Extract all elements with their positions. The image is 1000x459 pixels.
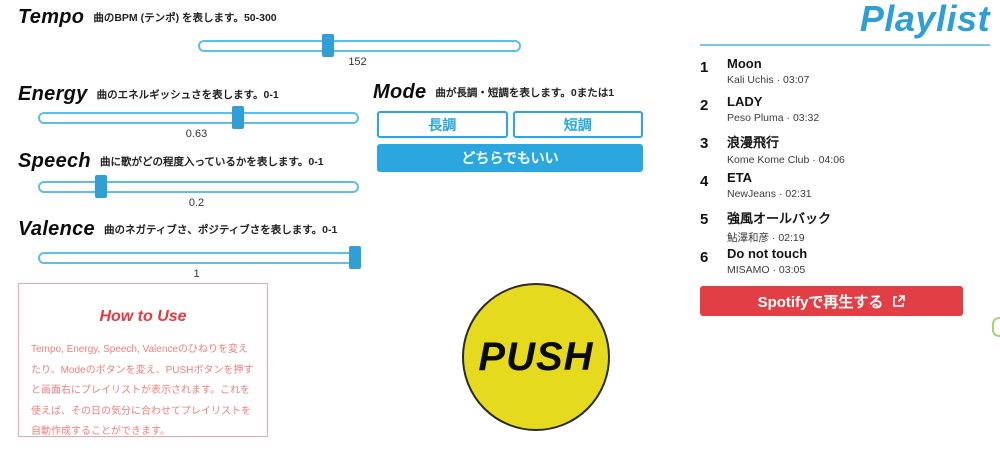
tempo-slider[interactable]: 152: [198, 34, 521, 68]
mode-description: 曲が長調・短調を表します。0または1: [435, 87, 615, 99]
speech-slider[interactable]: 0.2: [38, 175, 359, 209]
track-row[interactable]: 6 Do not touch MISAMO · 03:05: [700, 246, 990, 284]
track-row[interactable]: 3 浪漫飛行 Kome Kome Club · 04:06: [700, 132, 990, 170]
mode-section-header: Mode 曲が長調・短調を表します。0または1: [373, 81, 614, 104]
track-subtitle: Peso Pluma · 03:32: [727, 112, 820, 124]
speech-value: 0.2: [188, 197, 205, 209]
track-number: 3: [700, 135, 709, 152]
energy-slider[interactable]: 0.63: [38, 106, 359, 140]
energy-section-header: Energy 曲のエネルギッシュさを表します。0-1: [18, 83, 279, 106]
valence-slider[interactable]: 1: [38, 246, 361, 280]
playlist-title: Playlist: [859, 0, 990, 39]
mode-label: Mode: [373, 81, 427, 103]
push-button-label: PUSH: [478, 334, 594, 379]
tempo-label: Tempo: [18, 6, 85, 28]
track-number: 1: [700, 59, 709, 76]
track-title: Do not touch: [727, 246, 808, 261]
how-to-use-title: How to Use: [99, 308, 187, 325]
track-subtitle: 鮎澤和彦 · 02:19: [727, 232, 805, 244]
valence-slider-thumb[interactable]: [349, 246, 361, 269]
track-number: 4: [700, 173, 709, 190]
push-button[interactable]: PUSH: [462, 283, 610, 431]
spotify-play-button[interactable]: Spotifyで再生する: [700, 286, 963, 316]
track-number: 5: [700, 211, 709, 228]
playlist-track-list: 1 Moon Kali Uchis · 03:07 2 LADY Peso Pl…: [700, 56, 990, 284]
track-info: 強風オールバック 鮎澤和彦 · 02:19: [727, 208, 990, 245]
tempo-value: 152: [348, 56, 367, 68]
speech-slider-track[interactable]: [38, 181, 359, 193]
track-title: 強風オールバック: [727, 211, 832, 226]
valence-description: 曲のネガティブさ、ポジティブさを表します。0-1: [103, 224, 338, 236]
mode-either-button[interactable]: どちらでもいい: [377, 144, 643, 172]
edge-clipped-chip[interactable]: [992, 317, 1000, 337]
track-title: Moon: [727, 56, 762, 71]
spotify-play-button-label: Spotifyで再生する: [757, 293, 884, 311]
how-to-use-body: Tempo, Energy, Speech, Valenceのひねりを変えたり、…: [31, 344, 254, 437]
track-number: 6: [700, 249, 709, 266]
track-title: ETA: [727, 170, 753, 185]
speech-label: Speech: [18, 150, 91, 172]
energy-label: Energy: [18, 83, 88, 105]
tempo-section-header: Tempo 曲のBPM (テンポ) を表します。50-300: [18, 6, 277, 29]
track-row[interactable]: 4 ETA NewJeans · 02:31: [700, 170, 990, 208]
track-info: 浪漫飛行 Kome Kome Club · 04:06: [727, 132, 990, 166]
track-row[interactable]: 1 Moon Kali Uchis · 03:07: [700, 56, 990, 94]
speech-description: 曲に歌がどの程度入っているかを表します。0-1: [99, 156, 324, 168]
track-info: Moon Kali Uchis · 03:07: [727, 56, 990, 86]
track-subtitle: Kali Uchis · 03:07: [727, 74, 810, 86]
speech-slider-thumb[interactable]: [95, 175, 108, 198]
mode-minor-button[interactable]: 短調: [512, 111, 643, 138]
mode-major-button[interactable]: 長調: [377, 111, 508, 138]
valence-label: Valence: [18, 218, 95, 240]
valence-slider-track[interactable]: [38, 252, 359, 264]
playlist-title-divider: [700, 44, 990, 46]
track-number: 2: [700, 97, 709, 114]
track-subtitle: NewJeans · 02:31: [727, 188, 812, 200]
track-title: 浪漫飛行: [727, 135, 780, 150]
energy-slider-track[interactable]: [38, 112, 359, 124]
track-row[interactable]: 5 強風オールバック 鮎澤和彦 · 02:19: [700, 208, 990, 246]
track-info: Do not touch MISAMO · 03:05: [727, 246, 990, 276]
tempo-slider-track[interactable]: [198, 40, 521, 52]
valence-value: 1: [193, 268, 200, 280]
track-info: LADY Peso Pluma · 03:32: [727, 94, 990, 124]
tempo-description: 曲のBPM (テンポ) を表します。50-300: [93, 12, 277, 24]
track-info: ETA NewJeans · 02:31: [727, 170, 990, 200]
how-to-use-box: How to Use Tempo, Energy, Speech, Valenc…: [18, 283, 268, 437]
track-row[interactable]: 2 LADY Peso Pluma · 03:32: [700, 94, 990, 132]
tempo-slider-thumb[interactable]: [322, 34, 335, 57]
mode-button-row: 長調 短調: [377, 111, 643, 138]
track-subtitle: Kome Kome Club · 04:06: [727, 154, 845, 166]
speech-section-header: Speech 曲に歌がどの程度入っているかを表します。0-1: [18, 150, 324, 173]
energy-description: 曲のエネルギッシュさを表します。0-1: [96, 89, 279, 101]
energy-slider-thumb[interactable]: [231, 106, 244, 129]
energy-value: 0.63: [185, 128, 208, 140]
valence-section-header: Valence 曲のネガティブさ、ポジティブさを表します。0-1: [18, 218, 337, 241]
track-subtitle: MISAMO · 03:05: [727, 264, 806, 276]
track-title: LADY: [727, 94, 763, 109]
external-link-icon: [892, 294, 906, 308]
